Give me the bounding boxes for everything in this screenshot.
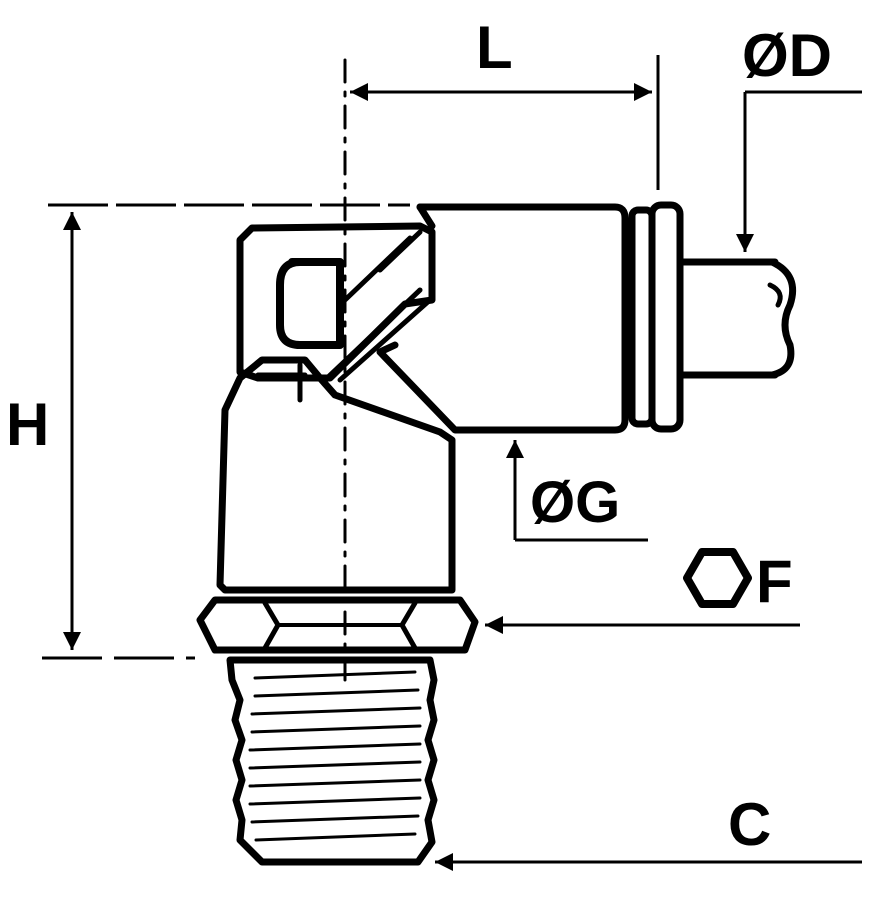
release-ring [628,201,684,433]
dimension-d-leader [736,90,862,252]
hex-icon [683,548,752,608]
label-d: ØD [742,22,832,89]
vertical-body [216,356,456,594]
collet-body [376,203,629,434]
label-l: L [476,14,513,81]
dimension-g-leader [506,440,648,542]
dimension-l [350,55,660,190]
label-g: ØG [530,470,620,535]
label-c: C [728,791,771,858]
dimension-h [42,203,410,660]
hex-nut [196,596,479,654]
tube-stub [678,258,797,379]
threaded-shank [226,656,438,866]
elbow-head [236,222,436,383]
label-f: F [756,548,793,615]
label-h: H [6,391,49,458]
